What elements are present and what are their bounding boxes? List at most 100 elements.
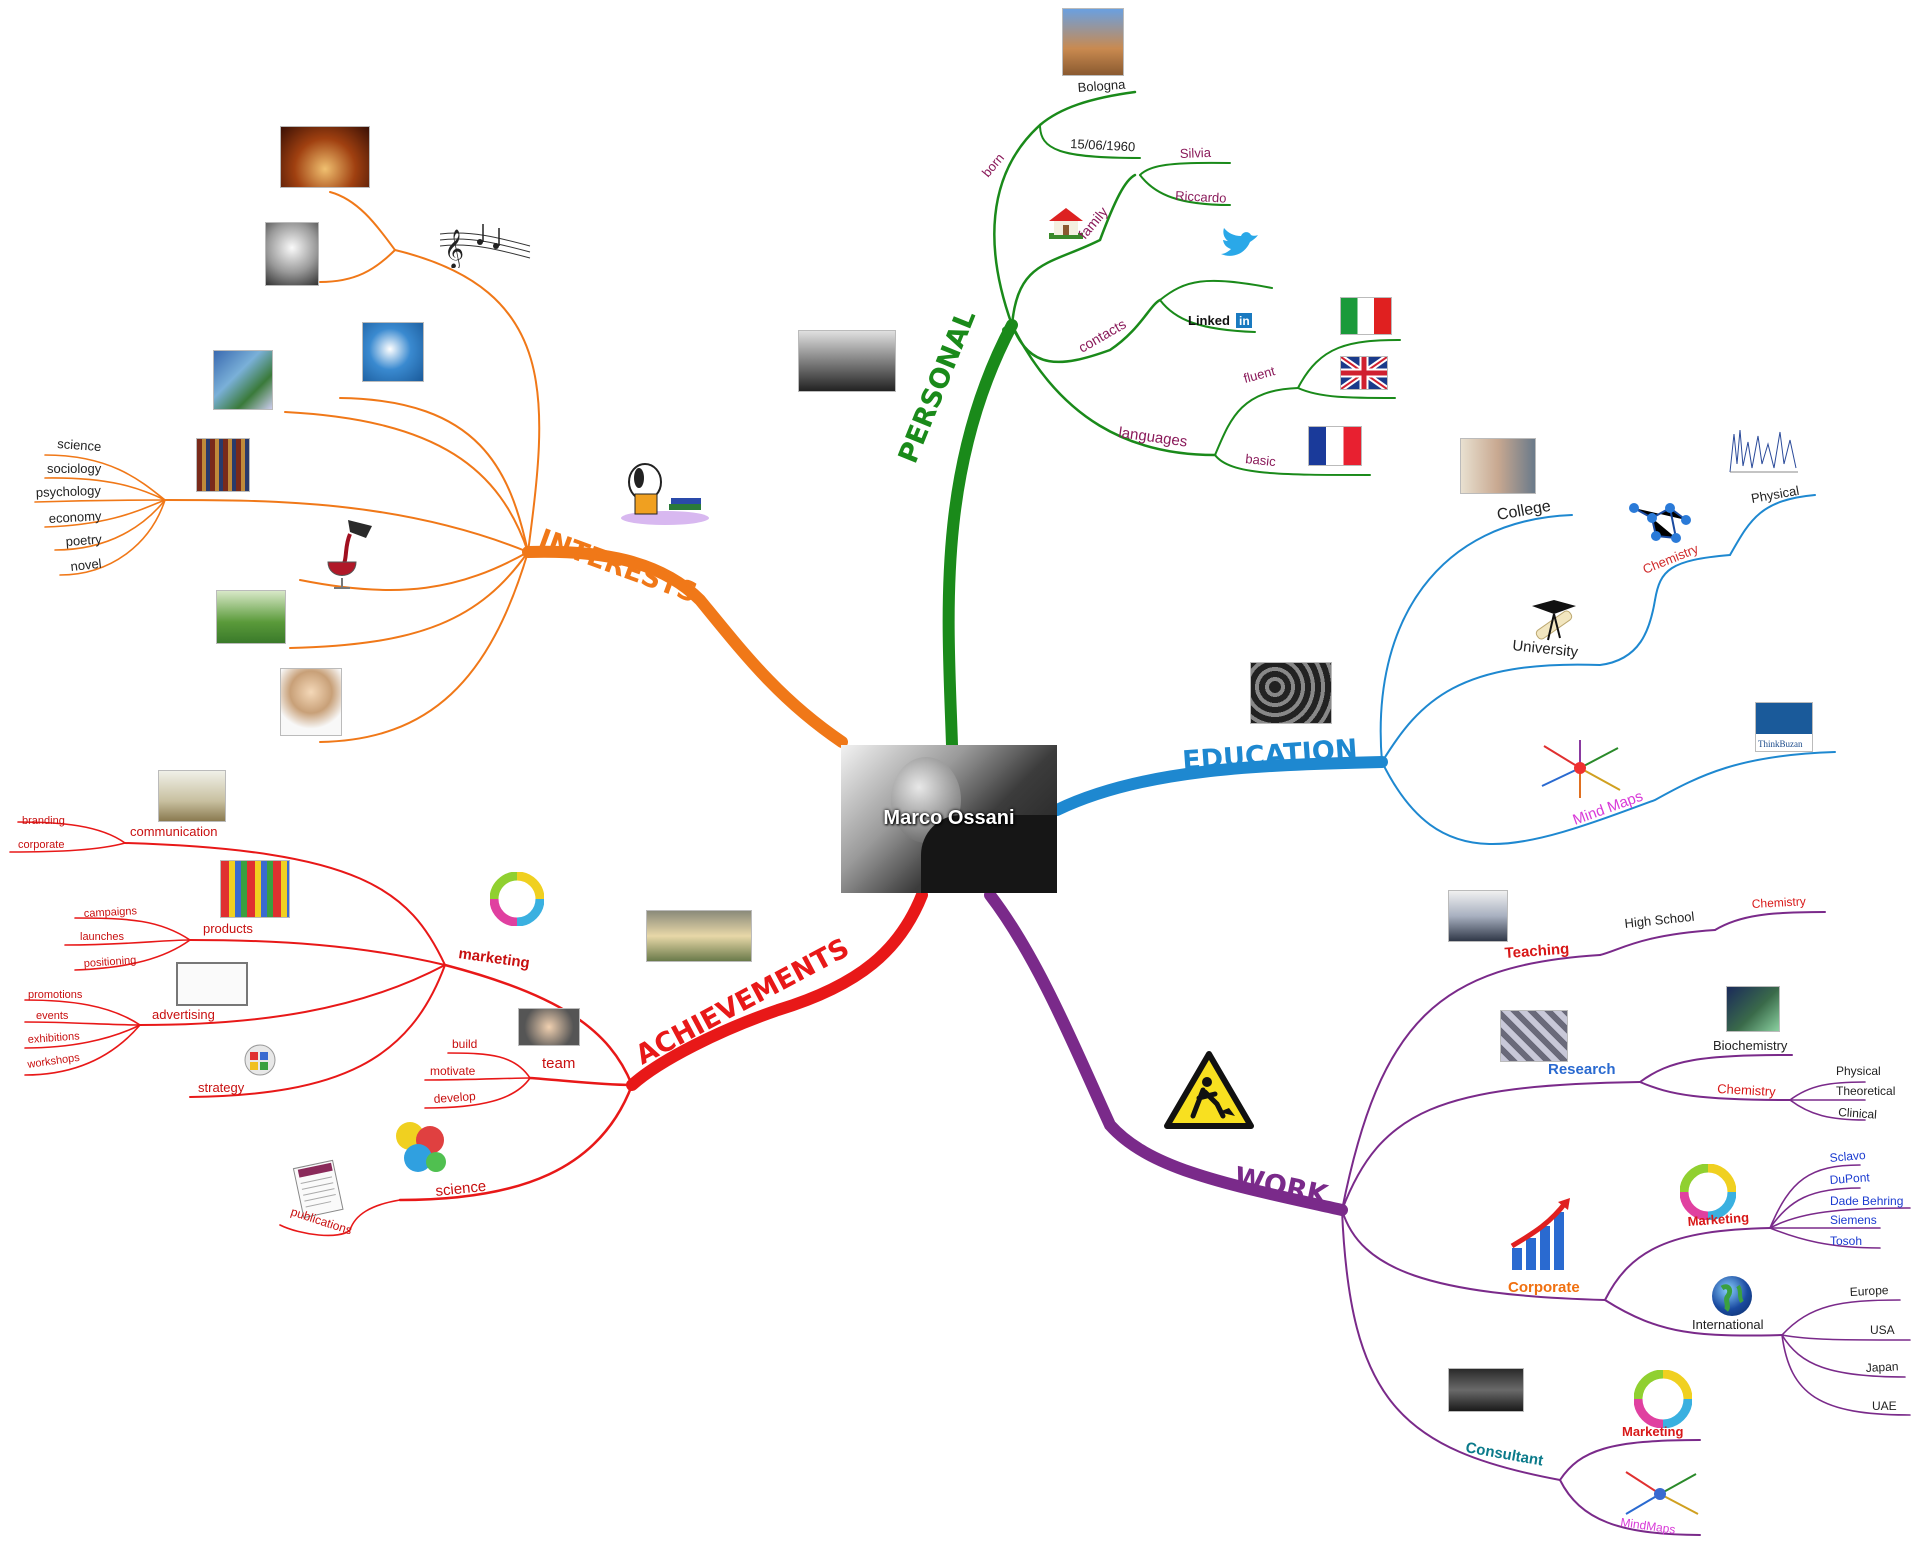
- link-languages: [1010, 323, 1217, 457]
- label-poetry[interactable]: poetry: [65, 531, 103, 549]
- label-tosoh[interactable]: Tosoh: [1830, 1234, 1862, 1248]
- label-fluent[interactable]: fluent: [1242, 363, 1277, 386]
- label-usa[interactable]: USA: [1870, 1323, 1895, 1337]
- label-promotions[interactable]: promotions: [28, 989, 83, 1001]
- graduation-caps-icon: [1250, 662, 1332, 724]
- education-trunk: [1051, 756, 1388, 816]
- label-chemistry-teach[interactable]: Chemistry: [1751, 894, 1806, 911]
- label-science-ach[interactable]: science: [435, 1178, 487, 1200]
- link-build: [447, 1052, 531, 1079]
- uk-flag-icon: [1340, 356, 1388, 390]
- link-italian: [1297, 339, 1401, 389]
- label-team[interactable]: team: [542, 1055, 575, 1072]
- label-uae[interactable]: UAE: [1872, 1399, 1897, 1413]
- label-psychology[interactable]: psychology: [36, 483, 102, 500]
- thinkbuzan-logo-icon: ThinkBuzan: [1755, 702, 1813, 752]
- label-chemistry-edu[interactable]: Chemistry: [1641, 541, 1701, 577]
- label-positioning[interactable]: positioning: [83, 954, 136, 970]
- label-advertising[interactable]: advertising: [152, 1007, 215, 1022]
- branch-interests[interactable]: INTERESTS: [535, 523, 702, 609]
- link-sclavo: [1769, 1164, 1861, 1229]
- center-portrait[interactable]: Marco Ossani: [841, 745, 1057, 893]
- label-high-school[interactable]: High School: [1624, 909, 1695, 931]
- label-economy[interactable]: economy: [48, 508, 102, 526]
- portrait-body: [921, 815, 1057, 893]
- label-launches[interactable]: launches: [80, 931, 125, 943]
- branch-education[interactable]: EDUCATION: [1181, 734, 1358, 777]
- label-build[interactable]: build: [452, 1037, 477, 1051]
- france-flag-icon: [1308, 426, 1362, 466]
- label-international[interactable]: International: [1692, 1317, 1764, 1332]
- label-corporate-ach[interactable]: corporate: [18, 839, 64, 851]
- label-languages[interactable]: languages: [1117, 424, 1188, 450]
- label-college[interactable]: College: [1496, 498, 1552, 524]
- personal-trunk: [942, 319, 1018, 751]
- label-develop[interactable]: develop: [433, 1089, 476, 1106]
- publications-pages-icon: [288, 1158, 346, 1218]
- label-biochemistry[interactable]: Biochemistry: [1713, 1038, 1788, 1053]
- label-riccardo[interactable]: Riccardo: [1175, 188, 1227, 206]
- branch-personal[interactable]: PERSONAL: [893, 306, 982, 468]
- label-born[interactable]: born: [979, 150, 1007, 180]
- label-events[interactable]: events: [36, 1010, 69, 1022]
- label-contacts[interactable]: contacts: [1076, 316, 1129, 356]
- label-science-interest[interactable]: science: [57, 436, 102, 454]
- monet-painting-icon: [213, 350, 273, 410]
- label-linkedin[interactable]: Linked: [1188, 313, 1230, 328]
- label-physical-edu[interactable]: Physical: [1750, 483, 1800, 506]
- link-college: [1379, 514, 1573, 763]
- link-marketing-cons: [1559, 1439, 1701, 1481]
- label-japan[interactable]: Japan: [1865, 1359, 1898, 1375]
- label-university[interactable]: University: [1512, 637, 1580, 661]
- link-linkedin: [1159, 299, 1256, 333]
- link-products: [189, 939, 446, 966]
- label-mindmaps-edu[interactable]: Mind Maps: [1571, 788, 1646, 829]
- branch-achievements[interactable]: ACHIEVEMENTS: [631, 933, 855, 1072]
- growth-chart-icon: [1508, 1196, 1576, 1272]
- label-research[interactable]: Research: [1548, 1061, 1616, 1078]
- link-launches: [64, 939, 191, 946]
- interests-trunk: [522, 545, 848, 748]
- label-publications[interactable]: publications: [289, 1205, 354, 1238]
- label-family[interactable]: family: [1075, 204, 1111, 242]
- label-sclavo[interactable]: Sclavo: [1829, 1148, 1866, 1165]
- label-consultant[interactable]: Consultant: [1464, 1439, 1544, 1469]
- music-notes-icon: 𝄞: [440, 220, 532, 268]
- wine-pour-icon: [322, 518, 374, 590]
- twitter-bird-icon: [1218, 228, 1260, 264]
- label-marketing-cons[interactable]: Marketing: [1622, 1424, 1683, 1439]
- label-birthdate[interactable]: 15/06/1960: [1070, 136, 1136, 154]
- label-basic[interactable]: basic: [1245, 451, 1277, 469]
- label-strategy[interactable]: strategy: [198, 1080, 245, 1095]
- label-theoretical[interactable]: Theoretical: [1836, 1084, 1895, 1098]
- label-branding[interactable]: branding: [22, 815, 65, 827]
- label-campaigns[interactable]: campaigns: [84, 905, 138, 920]
- link-family: [1010, 173, 1137, 327]
- label-corporate-work[interactable]: Corporate: [1508, 1279, 1580, 1296]
- label-products[interactable]: products: [203, 921, 253, 936]
- label-novel[interactable]: novel: [70, 556, 103, 574]
- label-chemistry-res[interactable]: Chemistry: [1717, 1081, 1777, 1099]
- label-bologna[interactable]: Bologna: [1077, 77, 1126, 95]
- label-mindmaps-work[interactable]: MindMaps: [1620, 1515, 1677, 1537]
- label-physical-work[interactable]: Physical: [1836, 1064, 1881, 1078]
- mindmap-sketch-icon: [1534, 738, 1626, 800]
- label-marketing-ach[interactable]: marketing: [457, 945, 530, 972]
- classroom-icon: [1448, 890, 1508, 942]
- label-europe[interactable]: Europe: [1849, 1283, 1889, 1299]
- link-mindmaps: [1381, 751, 1836, 845]
- label-exhibitions[interactable]: exhibitions: [27, 1030, 80, 1046]
- label-motivate[interactable]: motivate: [430, 1064, 476, 1078]
- label-siemens[interactable]: Siemens: [1830, 1213, 1877, 1227]
- label-sociology[interactable]: sociology: [47, 461, 102, 476]
- label-silvia[interactable]: Silvia: [1180, 145, 1212, 161]
- label-workshops[interactable]: workshops: [26, 1052, 81, 1071]
- branch-work[interactable]: WORK: [1232, 1162, 1332, 1212]
- label-communication[interactable]: communication: [130, 824, 217, 839]
- label-teaching[interactable]: Teaching: [1504, 941, 1570, 962]
- label-dupont[interactable]: DuPont: [1829, 1170, 1871, 1187]
- label-dade-behring[interactable]: Dade Behring: [1830, 1194, 1903, 1208]
- label-clinical[interactable]: Clinical: [1838, 1105, 1878, 1122]
- link-chemistry-res: [1639, 1081, 1791, 1101]
- label-marketing-corp[interactable]: Marketing: [1687, 1210, 1749, 1229]
